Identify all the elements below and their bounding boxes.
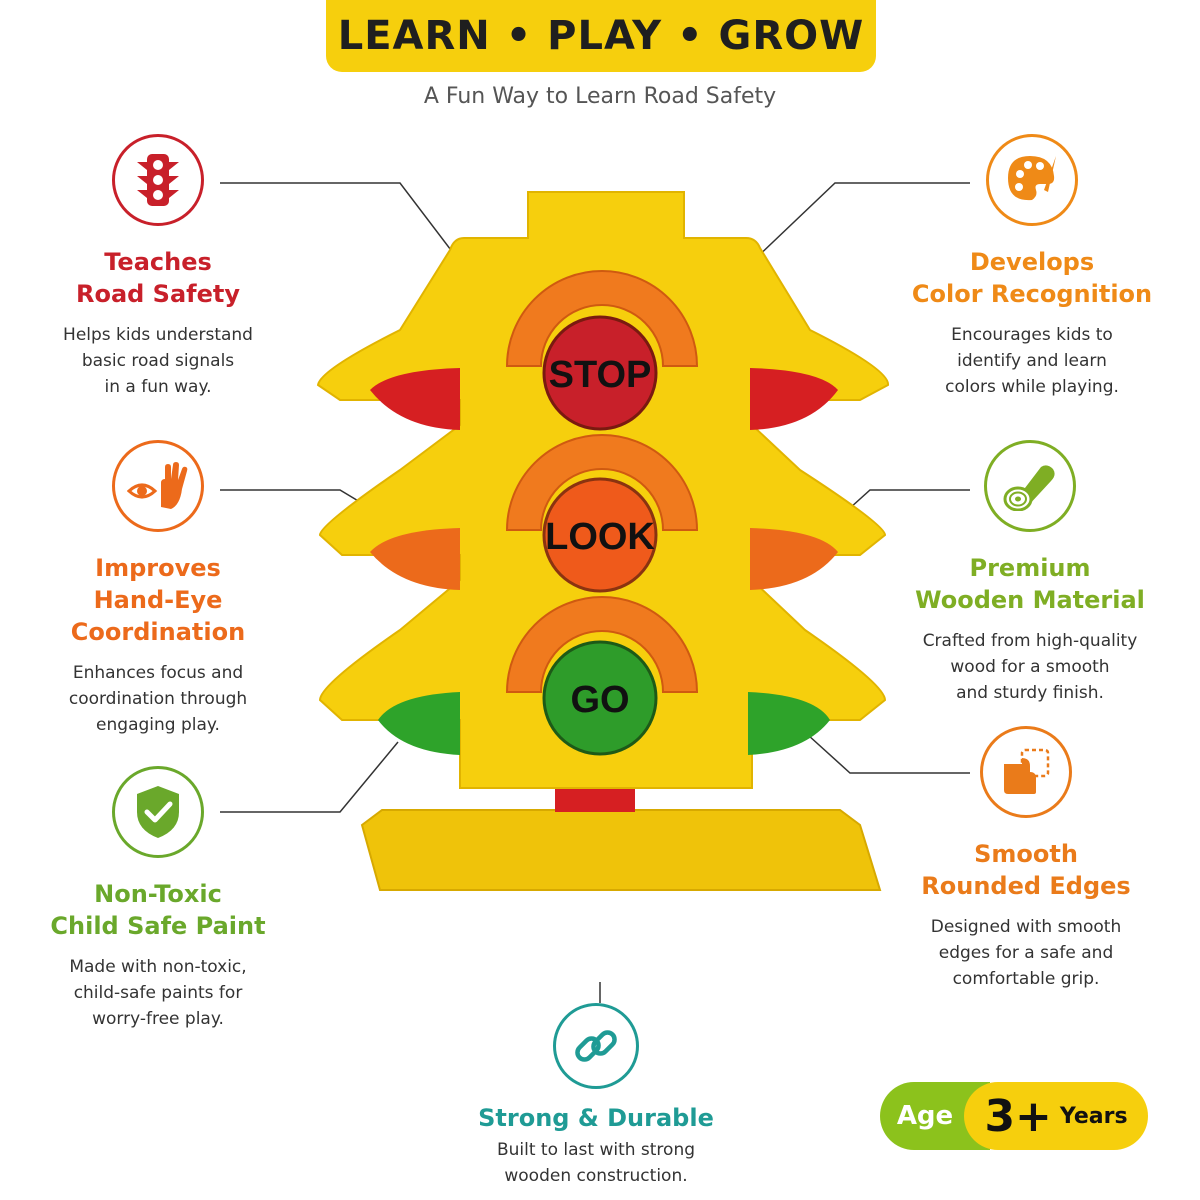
sign-look: LOOK: [545, 516, 655, 558]
connector-wooden: [849, 489, 970, 509]
side-light-orange-left: [370, 528, 460, 590]
connector-non-toxic: [220, 741, 399, 813]
eye-hand-icon: [112, 440, 204, 532]
rounded-corner-icon: [980, 726, 1072, 818]
age-value-pill: 3+ Years: [964, 1082, 1148, 1150]
visor-top: [505, 270, 699, 367]
age-unit: Years: [1059, 1103, 1128, 1129]
feature-description: Encourages kids to identify and learn co…: [945, 325, 1119, 397]
visor-bottom: [505, 596, 699, 693]
feature-description: Made with non-toxic, child-safe paints f…: [69, 957, 247, 1029]
traffic-light-icon: [112, 134, 204, 226]
feature-title: Premium Wooden Material: [915, 554, 1145, 614]
sign-stop: STOP: [549, 354, 652, 396]
feature-rounded-edges: Smooth Rounded Edges Designed with smoot…: [876, 726, 1176, 992]
side-light-green-left: [378, 692, 460, 755]
feature-description: Enhances focus and coordination through …: [68, 663, 248, 735]
age-badge: Age 3+ Years: [880, 1082, 1148, 1150]
feature-road-safety: Teaches Road Safety Helps kids understan…: [8, 134, 308, 400]
feature-title: Smooth Rounded Edges: [921, 840, 1131, 900]
feature-title: Develops Color Recognition: [911, 248, 1153, 308]
lamp-orange: [542, 477, 658, 593]
lamp-green: [542, 640, 658, 756]
title-banner: LEARN • PLAY • GROW: [326, 0, 876, 72]
page-title: LEARN • PLAY • GROW: [337, 13, 865, 59]
page-subtitle: A Fun Way to Learn Road Safety: [423, 84, 777, 109]
wood-log-icon: [984, 440, 1076, 532]
toy-base: [360, 809, 882, 891]
feature-title: Non-Toxic Child Safe Paint: [50, 880, 266, 940]
feature-color-recognition: Develops Color Recognition Encourages ki…: [882, 134, 1182, 400]
side-light-red-left: [370, 368, 460, 430]
sign-go: GO: [570, 679, 629, 721]
traffic-light-toy: STOP LOOK GO: [316, 191, 889, 891]
feature-description: Helps kids understand basic road signals…: [63, 325, 253, 397]
feature-strong-durable: Strong & Durable Built to last with stro…: [446, 1003, 746, 1189]
connector-color: [751, 182, 970, 263]
side-light-orange-right: [750, 528, 838, 590]
side-light-red-right: [750, 368, 838, 430]
feature-description: Designed with smooth edges for a safe an…: [930, 917, 1122, 989]
connector-edges: [807, 734, 970, 774]
age-value: 3+: [984, 1090, 1052, 1142]
shield-check-icon: [112, 766, 204, 858]
feature-description: Crafted from high-quality wood for a smo…: [922, 631, 1138, 703]
feature-hand-eye: Improves Hand-Eye Coordination Enhances …: [8, 440, 308, 738]
feature-wooden-material: Premium Wooden Material Crafted from hig…: [880, 440, 1180, 706]
chain-link-icon: [553, 1003, 639, 1089]
visor-middle: [505, 434, 699, 531]
lamp-red: [542, 315, 658, 431]
side-light-green-right: [748, 692, 830, 755]
connector-road-safety: [220, 182, 461, 263]
feature-title: Improves Hand-Eye Coordination: [70, 554, 246, 646]
feature-non-toxic: Non-Toxic Child Safe Paint Made with non…: [8, 766, 308, 1032]
palette-icon: [986, 134, 1078, 226]
feature-description: Built to last with strong wooden constru…: [496, 1140, 696, 1186]
feature-title: Teaches Road Safety: [75, 248, 240, 308]
feature-title: Strong & Durable: [478, 1104, 714, 1132]
